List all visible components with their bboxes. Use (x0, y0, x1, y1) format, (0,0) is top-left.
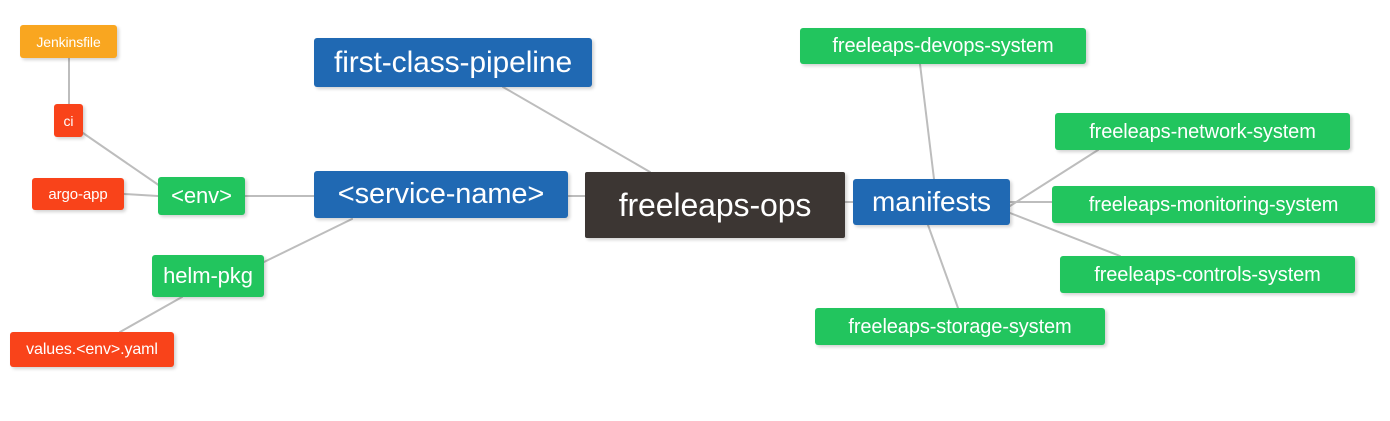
edge-first-class-pipeline-to-freeleaps-ops (502, 86, 651, 173)
node-jenkinsfile[interactable]: Jenkinsfile (20, 25, 117, 58)
node-freeleaps-ops[interactable]: freeleaps-ops (585, 172, 845, 238)
node-label: <env> (171, 183, 232, 208)
node-label: first-class-pipeline (333, 45, 573, 79)
node-ci[interactable]: ci (54, 104, 83, 137)
node-label: manifests (872, 186, 991, 217)
node-freeleaps-storage-system[interactable]: freeleaps-storage-system (815, 308, 1105, 345)
node-helm-pkg[interactable]: helm-pkg (152, 255, 264, 297)
node-label: freeleaps-storage-system (848, 315, 1072, 338)
node-label: freeleaps-ops (618, 187, 812, 223)
node-label: freeleaps-monitoring-system (1088, 193, 1339, 216)
edge-manifests-to-freeleaps-storage-system (927, 224, 959, 309)
node-freeleaps-network-system[interactable]: freeleaps-network-system (1055, 113, 1350, 150)
edge-argo-app-to-env (123, 193, 159, 197)
node-label: argo-app (48, 185, 108, 203)
node-label: <service-name> (337, 178, 545, 210)
node-label: helm-pkg (163, 263, 253, 288)
edge-manifests-to-freeleaps-devops-system (919, 63, 935, 180)
node-freeleaps-monitoring-system[interactable]: freeleaps-monitoring-system (1052, 186, 1375, 223)
node-service-name[interactable]: <service-name> (314, 171, 568, 218)
node-label: Jenkinsfile (36, 33, 101, 50)
node-env[interactable]: <env> (158, 177, 245, 215)
node-first-class-pipeline[interactable]: first-class-pipeline (314, 38, 592, 87)
node-label: freeleaps-devops-system (832, 35, 1054, 57)
node-freeleaps-devops-system[interactable]: freeleaps-devops-system (800, 28, 1086, 64)
node-values-env-yaml[interactable]: values.<env>.yaml (10, 332, 174, 367)
node-label: freeleaps-controls-system (1094, 263, 1321, 286)
node-argo-app[interactable]: argo-app (32, 178, 124, 210)
node-freeleaps-controls-system[interactable]: freeleaps-controls-system (1060, 256, 1355, 293)
node-label: values.<env>.yaml (26, 340, 158, 358)
edge-helm-pkg-to-service-name (263, 218, 353, 263)
node-manifests[interactable]: manifests (853, 179, 1010, 225)
node-label: ci (63, 112, 74, 129)
edge-values-env-yaml-to-helm-pkg (119, 296, 183, 333)
node-label: freeleaps-network-system (1089, 120, 1316, 143)
